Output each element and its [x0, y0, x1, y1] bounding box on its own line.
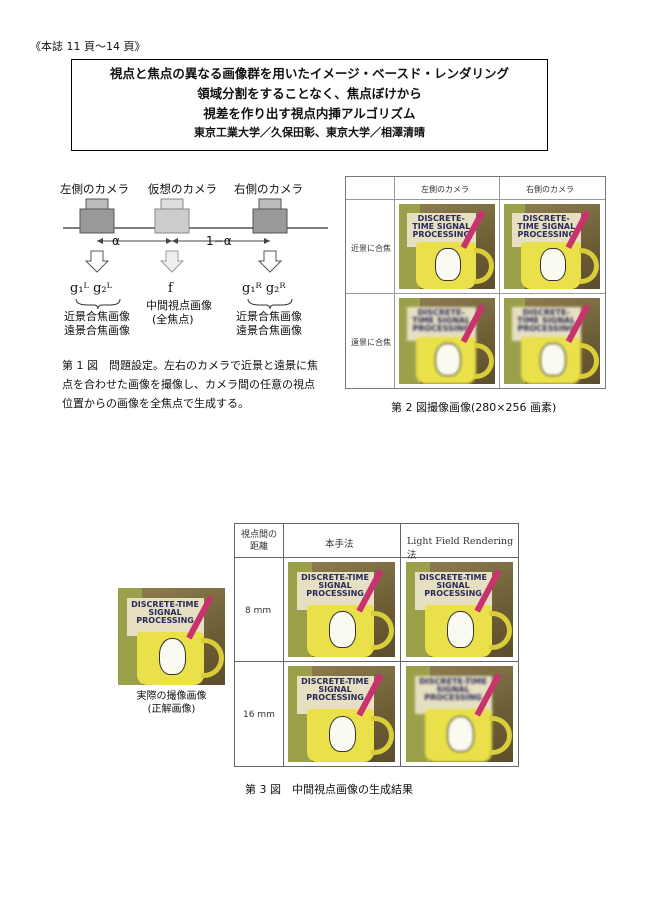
figure-2-caption: 第 2 図撮像画像(280×256 画素) — [391, 401, 557, 414]
figure-1-caption-line-3: 位置からの画像を全焦点で生成する。 — [62, 397, 249, 410]
fig3-photo-lfr-8mm: DISCRETE-TIME SIGNAL PROCESSING — [406, 562, 513, 657]
title-line-1: 視点と焦点の異なる画像群を用いたイメージ・ベースド・レンダリング — [109, 66, 510, 81]
fig3-photo-lfr-16mm: DISCRETE-TIME SIGNAL PROCESSING — [406, 666, 513, 762]
one-minus-alpha-label: 1−α — [206, 234, 232, 248]
figure-1-caption-line-1: 第 1 図 問題設定。左右のカメラで近景と遠景に焦 — [62, 359, 318, 372]
g-right-label: g₁ᴿ g₂ᴿ — [242, 281, 286, 296]
figure-1-diagram: 左側のカメラ 仮想のカメラ 右側のカメラ — [58, 177, 338, 347]
fig3-ground-truth-label: 実際の撮像画像 (正解画像) — [136, 691, 207, 715]
fig2-row-near-focus: 近景に合焦 — [351, 244, 391, 253]
fig3-header-distance: 視点間の距離 — [240, 530, 277, 552]
alpha-label: α — [112, 234, 120, 248]
left-far-focus-label: 遠景合焦画像 — [64, 324, 130, 337]
g-left-label: g₁ᴸ g₂ᴸ — [70, 281, 113, 296]
figure-3-caption: 第 3 図 中間視点画像の生成結果 — [245, 783, 413, 796]
fig2-photo-right-near: DISCRETE-TIME SIGNAL PROCESSING — [504, 204, 600, 289]
all-focus-label: (全焦点) — [152, 313, 194, 326]
figure-2-table: 左側のカメラ 右側のカメラ 近景に合焦 遠景に合焦 DISCRETE-TIME … — [345, 176, 606, 389]
left-camera-label: 左側のカメラ — [60, 182, 129, 196]
page-reference: 《本誌 11 頁〜14 頁》 — [30, 40, 146, 53]
right-camera-icon — [252, 198, 288, 234]
left-near-focus-label: 近景合焦画像 — [64, 310, 130, 323]
fig2-col-right-camera: 右側のカメラ — [526, 185, 574, 194]
fig2-photo-right-far: DISCRETE-TIME SIGNAL PROCESSING — [504, 298, 600, 384]
fig3-row-16mm: 16 mm — [243, 710, 275, 720]
fig2-col-left-camera: 左側のカメラ — [421, 185, 469, 194]
fig2-photo-left-far: DISCRETE-TIME SIGNAL PROCESSING — [399, 298, 495, 384]
fig3-photo-proposed-16mm: DISCRETE-TIME SIGNAL PROCESSING — [288, 666, 395, 762]
title-line-3: 視差を作り出す視点内挿アルゴリズム — [203, 106, 416, 121]
right-far-focus-label: 遠景合焦画像 — [236, 324, 302, 337]
figure-3-table: 視点間の距離 本手法 Light Field Rendering 法 8 mm … — [234, 523, 519, 767]
virtual-camera-icon — [154, 198, 190, 234]
virtual-camera-label: 仮想のカメラ — [148, 182, 217, 196]
fig3-header-lfr: Light Field Rendering 法 — [407, 536, 514, 561]
fig3-ground-truth-photo: DISCRETE-TIME SIGNAL PROCESSING — [118, 588, 225, 685]
camera-diagram — [63, 198, 328, 310]
title-box: 視点と焦点の異なる画像群を用いたイメージ・ベースド・レンダリング 領域分割をする… — [71, 59, 548, 151]
authors: 東京工業大学／久保田彰、東京大学／相澤清晴 — [194, 126, 425, 139]
f-label: f — [168, 281, 173, 296]
left-camera-icon — [79, 198, 115, 234]
fig3-header-proposed: 本手法 — [325, 539, 354, 550]
middle-view-label: 中間視点画像 — [146, 299, 212, 312]
title-line-2: 領域分割をすることなく、焦点ぼけから — [197, 86, 422, 101]
fig2-row-far-focus: 遠景に合焦 — [351, 338, 391, 347]
right-camera-label: 右側のカメラ — [234, 182, 303, 196]
fig3-photo-proposed-8mm: DISCRETE-TIME SIGNAL PROCESSING — [288, 562, 395, 657]
fig2-photo-left-near: DISCRETE-TIME SIGNAL PROCESSING — [399, 204, 495, 289]
fig3-row-8mm: 8 mm — [245, 606, 272, 616]
figure-1-caption-line-2: 点を合わせた画像を撮像し、カメラ間の任意の視点 — [62, 378, 315, 391]
right-near-focus-label: 近景合焦画像 — [236, 310, 302, 323]
